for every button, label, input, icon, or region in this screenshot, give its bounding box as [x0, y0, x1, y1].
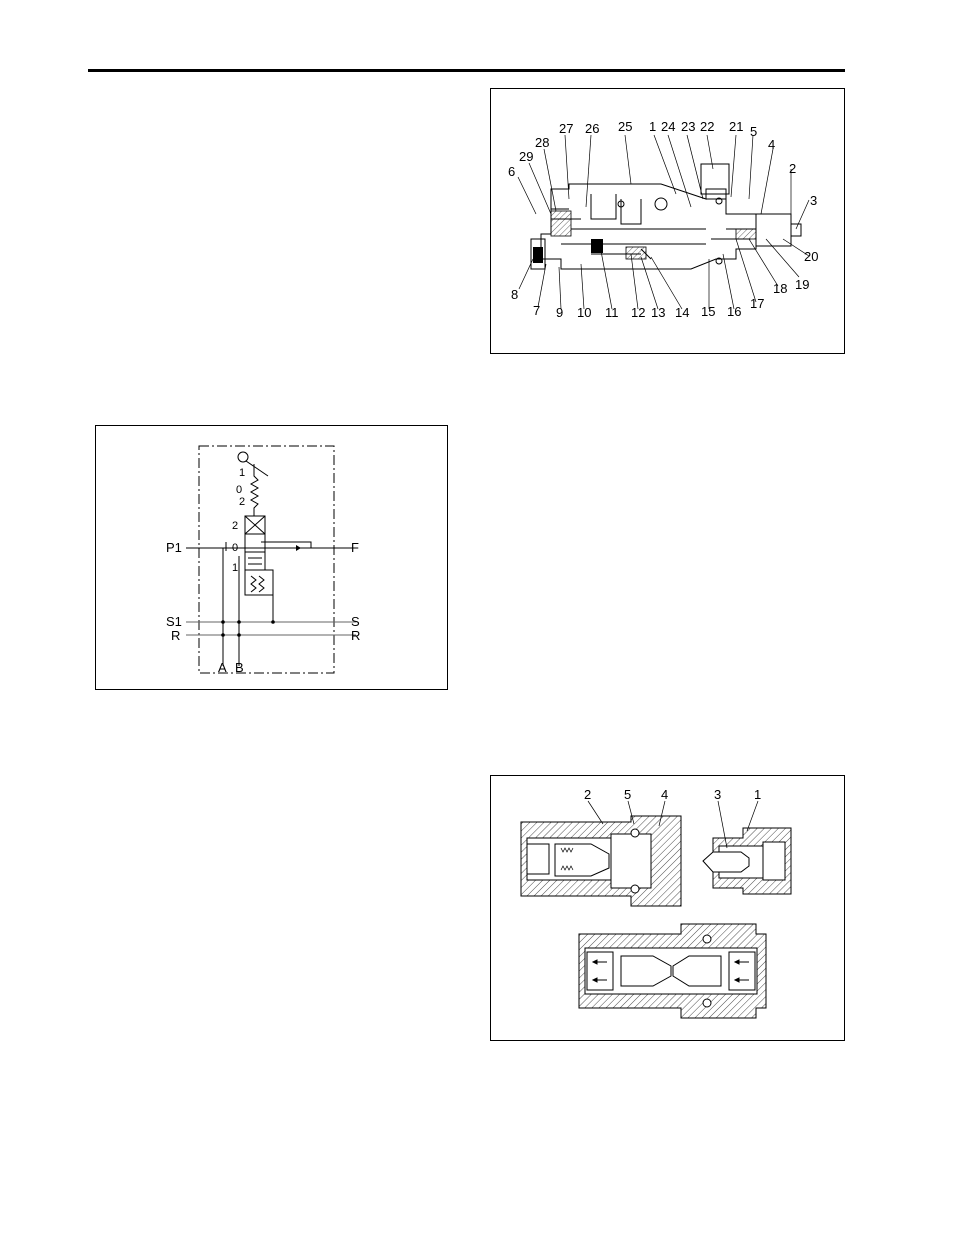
- port-a-label: A: [218, 660, 227, 675]
- detent-position-1: 1: [239, 467, 245, 479]
- detent-position-0: 0: [236, 484, 242, 496]
- coupler-callout-3: 3: [714, 787, 721, 802]
- callout-4: 4: [768, 137, 775, 152]
- hydraulic-schematic-figure: 1 0 2 2 0 1 P1 F S1 S R R A B: [95, 425, 448, 690]
- valve-section-drawing: 27 26 25 1 24 23 22 21 5 4 2 3 28 29 6 8…: [508, 119, 818, 320]
- callout-1: 1: [649, 119, 656, 134]
- coupler-callout-4: 4: [661, 787, 668, 802]
- spool-position-0: 0: [232, 542, 238, 554]
- callout-9: 9: [556, 305, 563, 320]
- valve-section-figure: 27 26 25 1 24 23 22 21 5 4 2 3 28 29 6 8…: [490, 88, 845, 354]
- port-r-left-label: R: [171, 628, 180, 643]
- callout-6: 6: [508, 164, 515, 179]
- quick-coupler-figure: 2 5 4 3 1: [490, 775, 845, 1041]
- spool-position-2: 2: [232, 520, 238, 532]
- coupler-callout-1: 1: [754, 787, 761, 802]
- header-rule: [88, 69, 845, 72]
- callout-24: 24: [661, 119, 675, 134]
- callout-22: 22: [700, 119, 714, 134]
- callout-16: 16: [727, 304, 741, 319]
- callout-17: 17: [750, 296, 764, 311]
- callout-11: 11: [605, 305, 619, 320]
- callout-20: 20: [804, 249, 818, 264]
- callout-21: 21: [729, 119, 743, 134]
- callout-23: 23: [681, 119, 695, 134]
- callout-5: 5: [750, 124, 757, 139]
- callout-25: 25: [618, 119, 632, 134]
- callout-26: 26: [585, 121, 599, 136]
- port-r-right-label: R: [351, 628, 360, 643]
- callout-10: 10: [577, 305, 591, 320]
- callout-27: 27: [559, 121, 573, 136]
- port-s-label: S: [351, 614, 360, 629]
- callout-7: 7: [533, 303, 540, 318]
- callout-13: 13: [651, 305, 665, 320]
- callout-18: 18: [773, 281, 787, 296]
- callout-2: 2: [789, 161, 796, 176]
- port-f-label: F: [351, 540, 359, 555]
- callout-15: 15: [701, 304, 715, 319]
- callout-28: 28: [535, 135, 549, 150]
- detent-position-2: 2: [239, 496, 245, 508]
- port-s1-label: S1: [166, 614, 182, 629]
- callout-14: 14: [675, 305, 689, 320]
- coupler-callout-5: 5: [624, 787, 631, 802]
- hydraulic-schematic-drawing: 1 0 2 2 0 1 P1 F S1 S R R A B: [166, 445, 360, 675]
- spool-position-1: 1: [232, 562, 238, 574]
- port-b-label: B: [235, 660, 244, 675]
- coupler-callout-2: 2: [584, 787, 591, 802]
- callout-8: 8: [511, 287, 518, 302]
- quick-coupler-drawing: 2 5 4 3 1: [520, 787, 792, 1019]
- callout-3: 3: [810, 193, 817, 208]
- callout-12: 12: [631, 305, 645, 320]
- callout-19: 19: [795, 277, 809, 292]
- callout-29: 29: [519, 149, 533, 164]
- port-p1-label: P1: [166, 540, 182, 555]
